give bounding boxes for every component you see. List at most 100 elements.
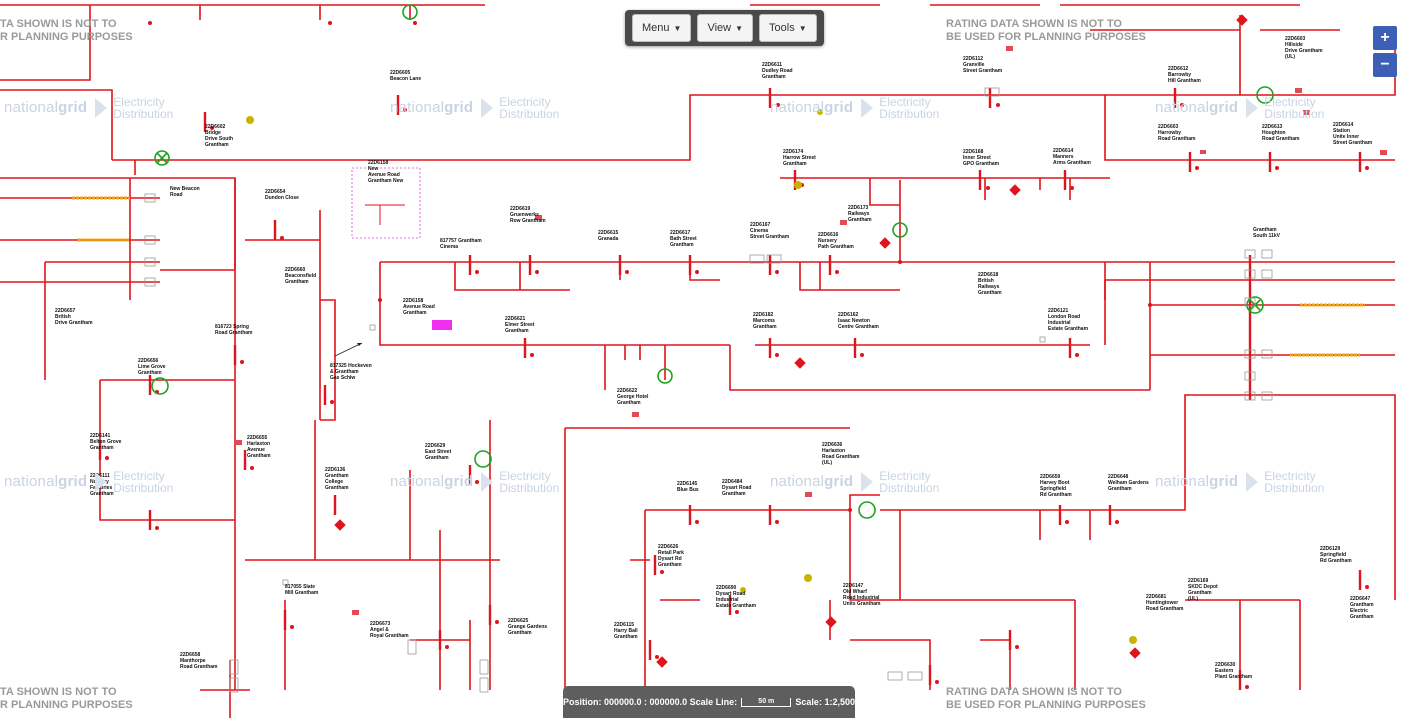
- caret-down-icon: ▼: [798, 23, 807, 33]
- caret-down-icon: ▼: [735, 23, 744, 33]
- magenta-tag: [432, 320, 452, 330]
- cable-runs: [72, 196, 1365, 357]
- feeder-lines: [0, 4, 1396, 718]
- diamond-markers: [334, 14, 1248, 668]
- scale-line-label: Scale Line:: [689, 697, 738, 707]
- scale-line-bar: 50 m: [741, 697, 792, 707]
- zoom-in-button[interactable]: +: [1373, 26, 1397, 50]
- plus-icon: +: [1380, 29, 1390, 46]
- new-site-feeder: [365, 204, 405, 225]
- scale-label: Scale:: [795, 697, 822, 707]
- breaker-dots: [105, 21, 1369, 689]
- new-site-outline: [351, 167, 421, 239]
- menu-button-label: Menu: [642, 22, 670, 34]
- scale-value: 1:2,500: [824, 697, 855, 707]
- minus-icon: −: [1380, 56, 1390, 73]
- zoom-out-button[interactable]: −: [1373, 53, 1397, 77]
- pointer-arrow: [334, 342, 363, 357]
- scale-line-value: 50 m: [758, 697, 775, 705]
- view-button[interactable]: View▼: [697, 14, 754, 42]
- view-button-label: View: [707, 22, 732, 34]
- tools-button[interactable]: Tools▼: [759, 14, 817, 42]
- position-value: 000000.0 : 000000.0: [604, 697, 688, 707]
- tools-button-label: Tools: [769, 22, 795, 34]
- transformer-symbols: [151, 4, 1274, 519]
- pothead-markers: [246, 109, 1137, 644]
- map-toolbar: Menu▼ View▼ Tools▼: [625, 10, 824, 46]
- menu-button[interactable]: Menu▼: [632, 14, 692, 42]
- busbars: [98, 88, 1362, 690]
- pointer-arrow-head: [357, 343, 362, 346]
- map-status-bar: Position: 000000.0 : 000000.0 Scale Line…: [563, 686, 855, 718]
- flag-markers: [235, 46, 1387, 615]
- switch-boxes: [144, 87, 1273, 693]
- position-label: Position:: [563, 697, 602, 707]
- caret-down-icon: ▼: [673, 23, 682, 33]
